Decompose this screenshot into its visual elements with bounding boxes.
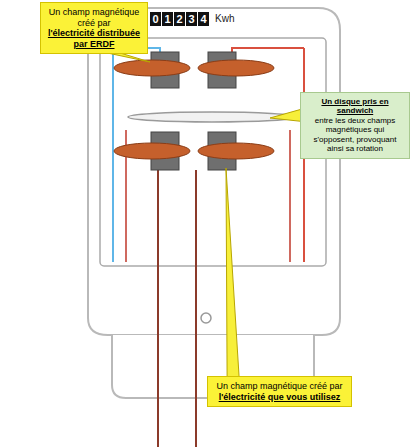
- coil: [114, 60, 190, 76]
- callout-text: entre les deux champs magnétiques qui s'…: [306, 116, 404, 154]
- counter-digit: 1: [162, 12, 173, 26]
- red-wire: [232, 48, 304, 56]
- counter-digit: 4: [198, 12, 209, 26]
- meter-window: [100, 38, 326, 266]
- callout-box: Un champ magnétique créé parl'électricit…: [40, 2, 148, 54]
- leader-arrow: [110, 53, 150, 62]
- coil: [114, 143, 190, 159]
- leader-arrow: [270, 109, 301, 121]
- brown-wire: [158, 170, 196, 447]
- coil: [198, 60, 274, 76]
- blue-wire: [112, 48, 114, 262]
- coil: [198, 143, 274, 159]
- rotating-disc: [128, 112, 296, 122]
- callout-text: Un champ magnétique créé par: [213, 381, 346, 392]
- callout-box: Un disque pris en sandwichentre les deux…: [300, 92, 410, 159]
- counter-digit: 2: [174, 12, 185, 26]
- leader-arrow: [226, 168, 239, 377]
- callout-heading: l'électricité distribuée par ERDF: [46, 28, 142, 49]
- callout-text: Un champ magnétique créé par: [46, 7, 142, 28]
- counter-digit: 3: [186, 12, 197, 26]
- counter-digit: 0: [150, 12, 161, 26]
- meter-housing: [88, 8, 340, 335]
- counter-display: 01234 Kwh: [150, 12, 234, 26]
- callout-heading: Un disque pris en sandwich: [306, 97, 404, 116]
- callout-box: Un champ magnétique créé parl'électricit…: [207, 376, 352, 407]
- unit-label: Kwh: [215, 12, 234, 26]
- seal-screw: [201, 313, 211, 323]
- callout-heading: l'électricité que vous utilisez: [213, 392, 346, 403]
